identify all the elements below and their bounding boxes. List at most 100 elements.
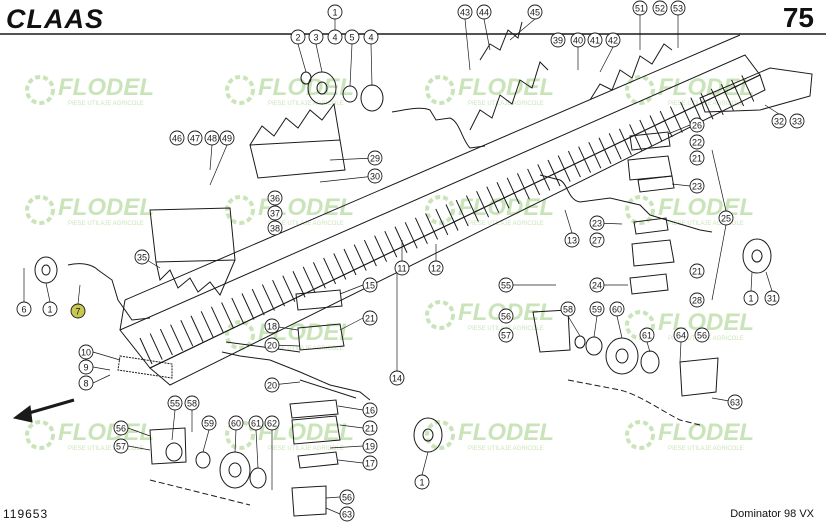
callout-31[interactable]: 31: [764, 290, 780, 306]
callout-20[interactable]: 20: [264, 337, 280, 353]
callout-58[interactable]: 58: [184, 395, 200, 411]
callout-27[interactable]: 27: [589, 232, 605, 248]
callout-16[interactable]: 16: [362, 402, 378, 418]
callout-10[interactable]: 10: [78, 344, 94, 360]
callout-56[interactable]: 56: [694, 327, 710, 343]
callout-21[interactable]: 21: [689, 263, 705, 279]
callout-22[interactable]: 22: [689, 134, 705, 150]
callout-24[interactable]: 24: [589, 277, 605, 293]
callout-38[interactable]: 38: [267, 220, 283, 236]
callout-56[interactable]: 56: [498, 308, 514, 324]
callout-56[interactable]: 56: [339, 489, 355, 505]
callout-17[interactable]: 17: [362, 455, 378, 471]
callout-5[interactable]: 5: [344, 29, 360, 45]
leader-line: [171, 409, 176, 441]
callout-40[interactable]: 40: [570, 32, 586, 48]
callout-21[interactable]: 21: [362, 310, 378, 326]
callout-39[interactable]: 39: [550, 32, 566, 48]
callout-63[interactable]: 63: [339, 506, 355, 522]
callout-59[interactable]: 59: [201, 415, 217, 431]
callout-21[interactable]: 21: [689, 150, 705, 166]
block-21-lower: [631, 239, 675, 267]
callout-58[interactable]: 58: [560, 301, 576, 317]
callout-6[interactable]: 6: [16, 301, 32, 317]
callout-1[interactable]: 1: [414, 474, 430, 490]
slide-plate-29: [249, 139, 346, 179]
callout-49[interactable]: 49: [219, 130, 235, 146]
callout-35[interactable]: 35: [134, 249, 150, 265]
callout-55[interactable]: 55: [498, 277, 514, 293]
leader-line: [646, 341, 651, 353]
callout-26[interactable]: 26: [689, 117, 705, 133]
callout-4[interactable]: 4: [327, 29, 343, 45]
callout-circle: [689, 150, 705, 166]
plate-23-lower: [633, 217, 669, 235]
grate-slat: [527, 168, 541, 196]
callout-57[interactable]: 57: [498, 327, 514, 343]
callout-3[interactable]: 3: [308, 29, 324, 45]
callout-12[interactable]: 12: [428, 260, 444, 276]
callout-48[interactable]: 48: [204, 130, 220, 146]
callout-label: 64: [676, 330, 686, 340]
callout-64[interactable]: 64: [673, 327, 689, 343]
callout-15[interactable]: 15: [362, 277, 378, 293]
callout-37[interactable]: 37: [267, 205, 283, 221]
callout-14[interactable]: 14: [389, 370, 405, 386]
callout-45[interactable]: 45: [527, 4, 543, 20]
callout-33[interactable]: 33: [789, 113, 805, 129]
callout-59[interactable]: 59: [589, 301, 605, 317]
callout-1[interactable]: 1: [327, 4, 343, 20]
leader-line: [92, 366, 111, 371]
callout-23[interactable]: 23: [689, 178, 705, 194]
callout-9[interactable]: 9: [78, 359, 94, 375]
callout-36[interactable]: 36: [267, 190, 283, 206]
plate-16: [289, 399, 339, 419]
callout-51[interactable]: 51: [632, 0, 648, 16]
callout-41[interactable]: 41: [587, 32, 603, 48]
watermark-tagline: PIESE UTILAJE AGRICOLE: [468, 446, 544, 452]
callout-60[interactable]: 60: [609, 301, 625, 317]
callout-52[interactable]: 52: [652, 0, 668, 16]
grate-slat: [506, 177, 520, 205]
callout-43[interactable]: 43: [457, 4, 473, 20]
callout-29[interactable]: 29: [367, 150, 383, 166]
callout-61[interactable]: 61: [639, 327, 655, 343]
callout-circle: [16, 301, 32, 317]
callout-2[interactable]: 2: [290, 29, 306, 45]
callout-42[interactable]: 42: [605, 32, 621, 48]
callout-8[interactable]: 8: [78, 375, 94, 391]
callout-25[interactable]: 25: [718, 210, 734, 226]
callout-30[interactable]: 30: [367, 168, 383, 184]
callout-56[interactable]: 56: [113, 420, 129, 436]
callout-label: 1: [748, 293, 753, 303]
callout-23[interactable]: 23: [589, 215, 605, 231]
callout-circle: [389, 370, 405, 386]
callout-53[interactable]: 53: [670, 0, 686, 16]
callout-60[interactable]: 60: [228, 415, 244, 431]
callout-11[interactable]: 11: [394, 260, 410, 276]
watermark-tagline: PIESE UTILAJE AGRICOLE: [268, 101, 344, 107]
callout-46[interactable]: 46: [169, 130, 185, 146]
callout-18[interactable]: 18: [264, 318, 280, 334]
callout-63[interactable]: 63: [727, 394, 743, 410]
callout-57[interactable]: 57: [113, 438, 129, 454]
callout-32[interactable]: 32: [771, 113, 787, 129]
callout-47[interactable]: 47: [187, 130, 203, 146]
callout-4[interactable]: 4: [363, 29, 379, 45]
callout-55[interactable]: 55: [167, 395, 183, 411]
walker-end-plate: [149, 207, 236, 263]
callout-20[interactable]: 20: [264, 377, 280, 393]
callout-13[interactable]: 13: [564, 232, 580, 248]
callout-1[interactable]: 1: [42, 301, 58, 317]
callout-1[interactable]: 1: [743, 290, 759, 306]
callout-28[interactable]: 28: [689, 292, 705, 308]
callout-62[interactable]: 62: [264, 415, 280, 431]
callout-19[interactable]: 19: [362, 438, 378, 454]
callout-21[interactable]: 21: [362, 420, 378, 436]
callout-44[interactable]: 44: [476, 4, 492, 20]
leader-line: [297, 43, 307, 73]
callout-61[interactable]: 61: [248, 415, 264, 431]
callout-label: 23: [592, 218, 602, 228]
callout-7[interactable]: 7: [70, 303, 86, 319]
